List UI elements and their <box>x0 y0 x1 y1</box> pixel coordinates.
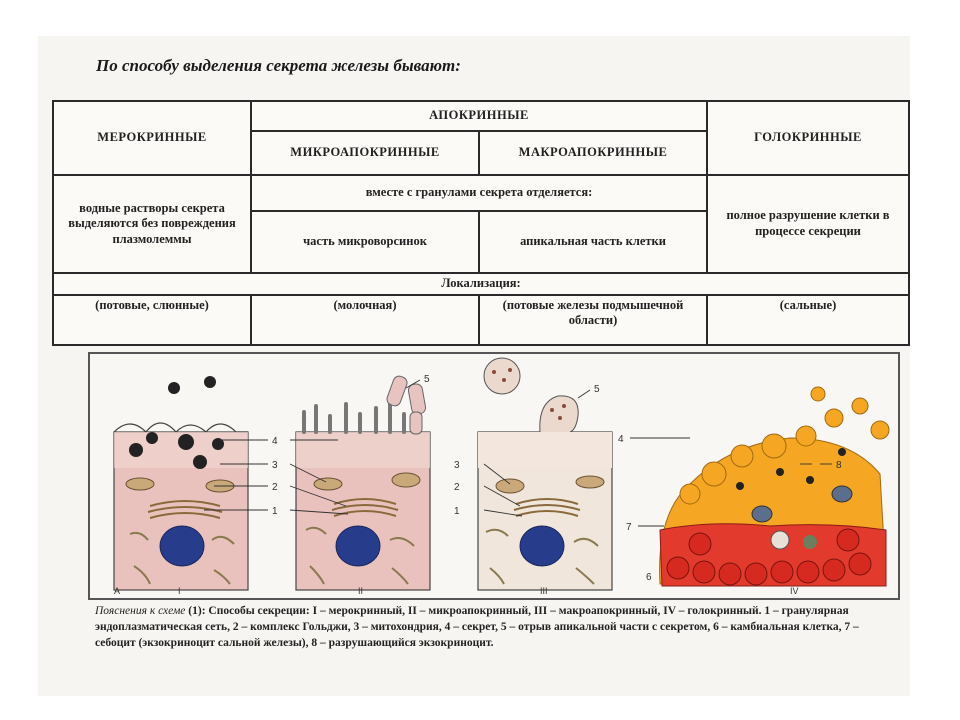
callout-number-3b: 3 <box>454 460 460 471</box>
callout-numbers: 4 3 2 1 5 3 2 1 5 4 7 6 8 <box>272 374 842 583</box>
callout-number-6: 6 <box>646 572 652 583</box>
holocrine-header: ГОЛОКРИННЫЕ <box>706 100 910 176</box>
microapocrine-header: МИКРОАПОКРИННЫЕ <box>250 130 480 176</box>
roman-label-1: I <box>178 586 181 596</box>
callout-number-1b: 1 <box>454 506 460 517</box>
roman-label-4: IV <box>790 586 799 596</box>
callout-number-7: 7 <box>626 522 632 533</box>
merocrine-header: МЕРОКРИННЫЕ <box>52 100 252 176</box>
figure-caption: Пояснения к схеме (1): Способы секреции:… <box>95 604 901 652</box>
callout-number-8: 8 <box>836 460 842 471</box>
callout-number-5: 5 <box>424 374 430 385</box>
caption-body: (1): Способы секреции: I – мерокринный, … <box>95 605 859 649</box>
microapocrine-description: часть микроворсинок <box>250 210 480 274</box>
roman-label-2: II <box>358 586 363 596</box>
cell-macroapocrine: III <box>477 357 613 596</box>
callout-number-3: 3 <box>272 460 278 471</box>
caption-title: Пояснения к схеме <box>95 605 186 617</box>
callout-number-5b: 5 <box>594 384 600 395</box>
holocrine-description: полное разрушение клетки в процессе секр… <box>706 174 910 274</box>
page-heading: По способу выделения секрета железы быва… <box>96 56 461 75</box>
localization-header: Локализация: <box>52 272 910 296</box>
callout-number-2b: 2 <box>454 482 460 493</box>
cell-merocrine: А I <box>113 376 249 596</box>
localization-merocrine: (потовые, слюнные) <box>52 293 252 346</box>
localization-holocrine: (сальные) <box>706 293 910 346</box>
apocrine-description: вместе с гранулами секрета отделяется: <box>250 174 708 212</box>
cell-holocrine: IV <box>659 386 890 596</box>
cell-microapocrine: II <box>295 375 431 596</box>
label-a: А <box>114 586 120 596</box>
macroapocrine-header: МАКРОАПОКРИННЫЕ <box>478 130 708 176</box>
merocrine-description: водные растворы секрета выделяются без п… <box>52 174 252 274</box>
roman-label-3: III <box>540 586 548 596</box>
callout-lines <box>204 379 832 527</box>
secretion-diagram: А I II <box>88 352 900 600</box>
localization-macroapocrine: (потовые железы подмышечной области) <box>478 293 708 346</box>
localization-microapocrine: (молочная) <box>250 293 480 346</box>
macroapocrine-description: апикальная часть клетки <box>478 210 708 274</box>
apocrine-header: АПОКРИННЫЕ <box>250 100 708 132</box>
callout-number-4: 4 <box>272 436 278 447</box>
callout-number-1: 1 <box>272 506 278 517</box>
secretion-table: МЕРОКРИННЫЕ АПОКРИННЫЕ ГОЛОКРИННЫЕ МИКРО… <box>52 100 910 346</box>
callout-number-4b: 4 <box>618 434 624 445</box>
callout-number-2: 2 <box>272 482 278 493</box>
secretion-diagram-svg: А I II <box>113 357 890 596</box>
